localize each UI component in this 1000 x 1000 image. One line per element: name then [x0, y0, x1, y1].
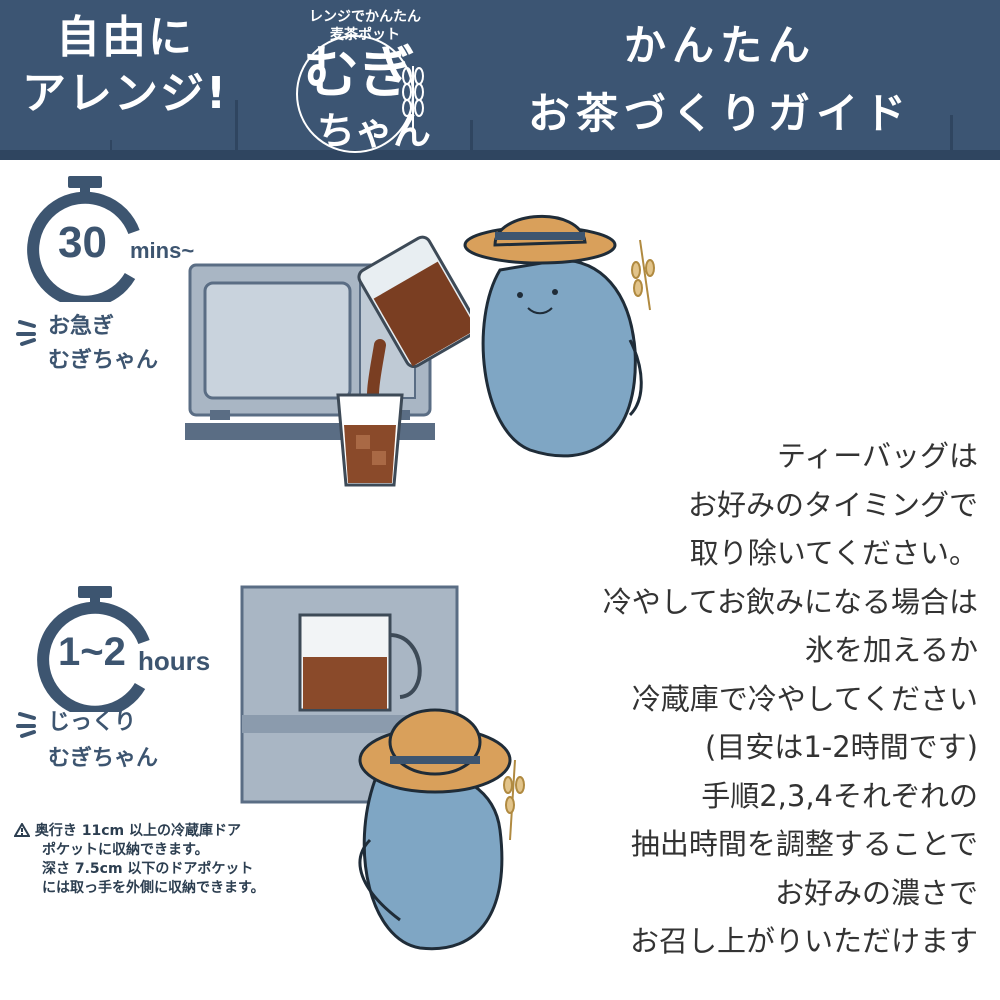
instruction-line-1: ティーバッグは	[777, 439, 978, 473]
timer-slow-label-2: むぎちゃん	[48, 746, 159, 771]
logo-name-1: むぎ	[303, 41, 415, 106]
instruction-line-8: 手順2,3,4それぞれの	[701, 778, 978, 813]
note-line-1: 奥行き 11cm 以上の冷蔵庫ドア	[34, 823, 241, 839]
pouring-pot-and-glass	[336, 235, 470, 487]
speed-lines-icon-2	[16, 712, 36, 738]
header-left-text: 自由に アレンジ!	[20, 10, 230, 122]
note-line-4: には取っ手を外側に収納できます。	[42, 880, 265, 896]
timer-fast-unit: mins~	[130, 238, 195, 263]
warning-note: 奥行き 11cm 以上の冷蔵庫ドア ポケットに収納できます。 深さ 7.5cm …	[13, 822, 354, 898]
logo-tagline-2: 麦茶ポット	[330, 27, 400, 43]
mugi-chan-character-pouring	[463, 214, 655, 458]
header-right-line-1: かんたん	[623, 21, 816, 70]
instruction-line-3: 取り除いてください。	[689, 536, 978, 570]
header-banner: 自由に アレンジ! レンジでかんたん 麦茶ポット むぎ ちゃん かんたん お茶づ…	[0, 0, 1000, 160]
timer-fast-number: 30	[58, 218, 107, 267]
logo-name-2: ちゃん	[317, 109, 432, 153]
note-line-3: 深さ 7.5cm 以下のドアポケット	[42, 861, 254, 877]
timer-fast-badge: 30 mins~ お急ぎ むぎちゃん	[14, 172, 214, 382]
instruction-line-4: 冷やしてお飲みになる場合は	[602, 584, 978, 619]
speed-lines-icon	[16, 320, 36, 346]
instruction-line-6: 冷蔵庫で冷やしてください	[631, 681, 978, 716]
instruction-line-9: 抽出時間を調整することで	[630, 827, 978, 861]
stopwatch-icon-2	[37, 586, 150, 712]
header-right-line-2: お茶づくりガイド	[527, 89, 912, 138]
header-left-line-2: アレンジ!	[21, 68, 229, 119]
instruction-line-11: お召し上がりいただけます	[629, 924, 978, 958]
instruction-line-5: 氷を加えるか	[804, 633, 978, 667]
instruction-line-7: (目安は1-2時間です)	[705, 730, 978, 764]
warning-icon	[13, 822, 31, 837]
timer-slow-label-1: じっくり	[48, 710, 137, 735]
header-right-text: かんたん お茶づくりガイド	[470, 12, 970, 148]
timer-slow-badge: 1~2 hours じっくり むぎちゃん	[14, 582, 234, 792]
stopwatch-icon	[27, 176, 140, 302]
instruction-line-2: お好みのタイミングで	[687, 487, 978, 522]
timer-slow-unit: hours	[138, 646, 211, 676]
mugi-chan-logo: レンジでかんたん 麦茶ポット むぎ ちゃん	[285, 4, 445, 156]
header-left-line-1: 自由に	[56, 12, 194, 63]
timer-slow-number: 1~2	[58, 630, 126, 674]
mugi-chan-character-back	[358, 708, 525, 951]
logo-tagline-1: レンジでかんたん	[309, 9, 421, 25]
instruction-line-10: お好みの濃さで	[774, 875, 978, 910]
note-line-2: ポケットに収納できます。	[42, 842, 209, 858]
instructions-text: ティーバッグは お好みのタイミングで 取り除いてください。 冷やしてお飲みになる…	[508, 432, 978, 966]
timer-fast-label-2: むぎちゃん	[48, 348, 159, 373]
timer-fast-label-1: お急ぎ	[48, 314, 115, 339]
